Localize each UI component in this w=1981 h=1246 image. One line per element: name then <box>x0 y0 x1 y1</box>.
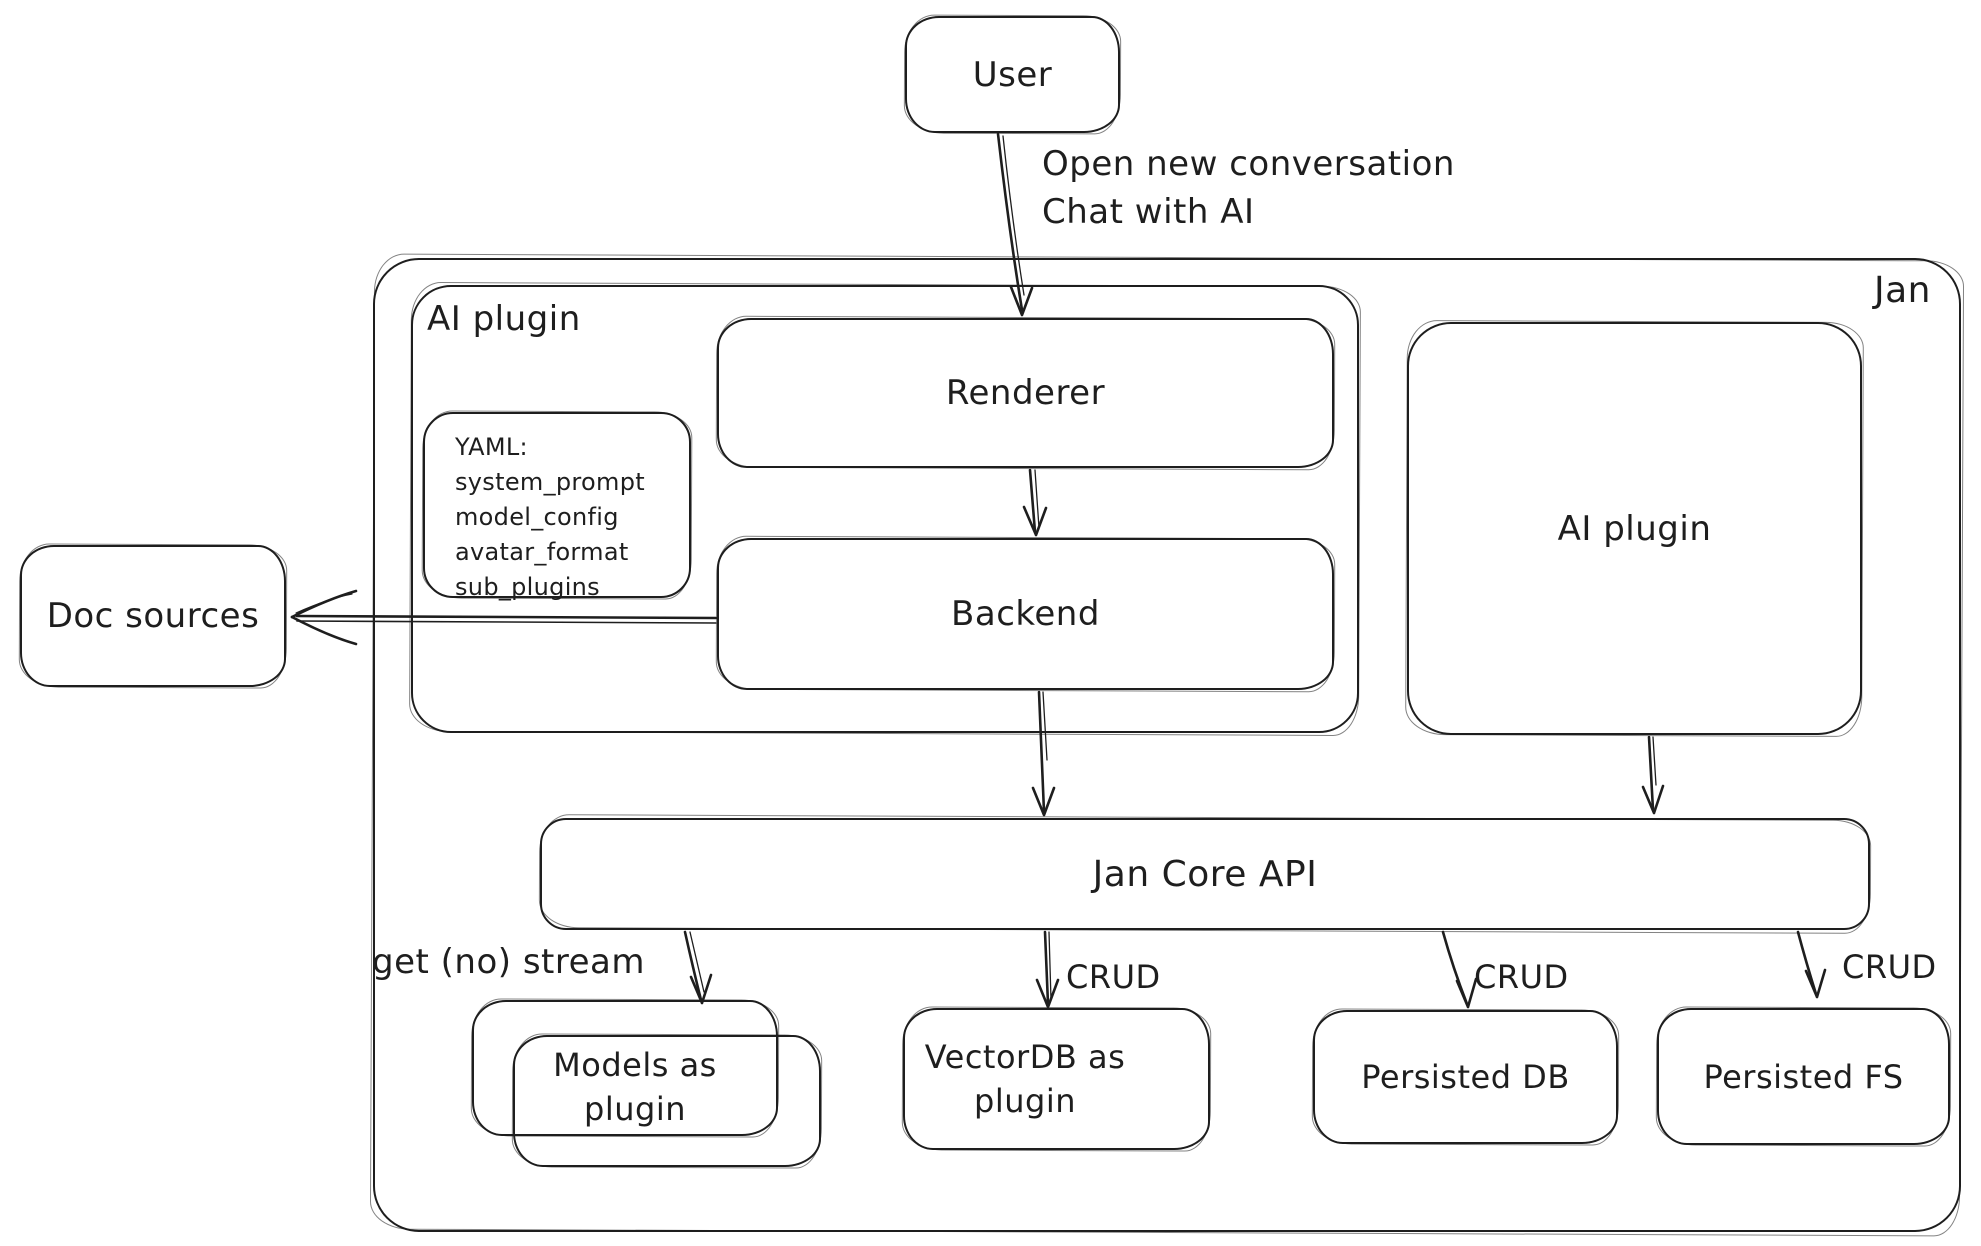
yaml-note-line: model_config <box>455 503 619 531</box>
vectordb-plugin-node-label: VectorDB as plugin <box>924 1038 1126 1120</box>
doc-sources-node-label: Doc sources <box>46 596 260 636</box>
models-plugin-node: Models as plugin <box>513 1035 821 1167</box>
doc-sources-node: Doc sources <box>20 545 286 687</box>
persisted-fs-node-label: Persisted FS <box>1703 1057 1904 1096</box>
backend-node: Backend <box>717 538 1334 690</box>
ai-plugin-group: AI plugin <box>411 285 1359 733</box>
yaml-note-title: YAML: <box>455 433 528 461</box>
backend-node-label: Backend <box>951 594 1100 634</box>
jan-container: Jan <box>373 258 1961 1232</box>
user-node-label: User <box>972 54 1053 95</box>
jan-core-api-node: Jan Core API <box>540 818 1870 930</box>
vectordb-plugin-node: VectorDB as plugin <box>903 1008 1210 1150</box>
edge-label-crud-vectordb: CRUD <box>1066 958 1161 996</box>
edge-label-user-action-line2: Chat with AI <box>1042 192 1255 232</box>
renderer-node-label: Renderer <box>945 373 1106 413</box>
user-node: User <box>905 16 1120 133</box>
jan-core-api-node-label: Jan Core API <box>1092 853 1318 895</box>
edge-label-get-stream: get (no) stream <box>372 942 645 982</box>
edge-label-user-action-line1: Open new conversation <box>1042 144 1455 184</box>
jan-container-label: Jan <box>1874 270 1931 311</box>
yaml-note: YAML: system_prompt model_config avatar_… <box>423 412 691 601</box>
yaml-note-line: avatar_format <box>455 538 629 566</box>
yaml-note-line: sub_plugins <box>455 573 600 601</box>
persisted-db-node: Persisted DB <box>1313 1010 1618 1144</box>
edge-label-crud-fs: CRUD <box>1842 948 1937 986</box>
edge-label-user-action: Open new conversation Chat with AI <box>1042 140 1455 236</box>
yaml-note-text: YAML: system_prompt model_config avatar_… <box>455 430 645 605</box>
yaml-note-line: system_prompt <box>455 468 645 496</box>
ai-plugin-node-label: AI plugin <box>1557 508 1712 549</box>
persisted-fs-node: Persisted FS <box>1657 1008 1950 1145</box>
persisted-db-node-label: Persisted DB <box>1361 1058 1570 1096</box>
edge-label-crud-db: CRUD <box>1474 958 1569 996</box>
models-plugin-node-label: Models as plugin <box>553 1046 717 1128</box>
renderer-node: Renderer <box>717 318 1334 468</box>
ai-plugin-node: AI plugin <box>1407 322 1862 735</box>
ai-plugin-group-label: AI plugin <box>427 299 581 339</box>
